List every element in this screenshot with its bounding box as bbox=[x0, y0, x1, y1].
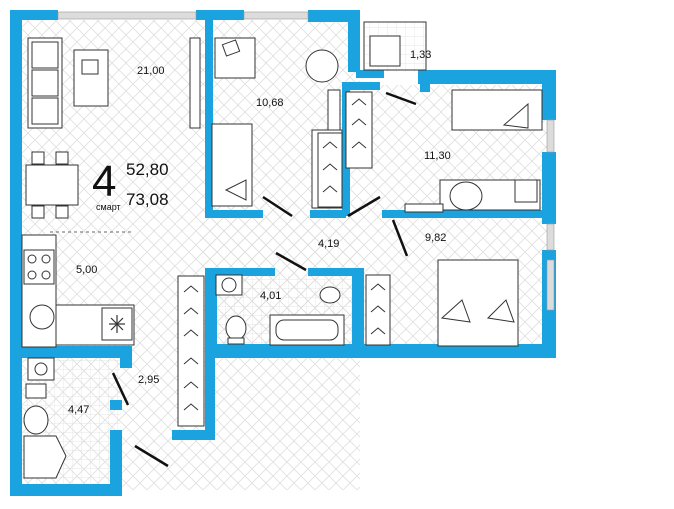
kitchen-area: 5,00 bbox=[76, 264, 98, 276]
bedroom-right-furniture bbox=[404, 89, 543, 213]
tv-stand bbox=[189, 37, 201, 129]
total-area: 73,08 bbox=[126, 190, 169, 209]
living-room-area: 21,00 bbox=[137, 65, 165, 77]
double-bed bbox=[437, 259, 519, 347]
bedroom-left-area: 10,68 bbox=[256, 97, 284, 109]
hanger-glyphs bbox=[183, 98, 386, 411]
wc-area: 4,47 bbox=[68, 404, 90, 416]
corridor-area: 2,95 bbox=[138, 374, 160, 386]
living-area-total: 52,80 bbox=[126, 160, 169, 179]
balcony-area: 1,33 bbox=[410, 49, 432, 61]
rooms-count: 4 bbox=[92, 157, 117, 206]
apartment-type: смарт bbox=[96, 202, 121, 212]
doors bbox=[111, 91, 417, 468]
wc-fixtures bbox=[23, 357, 67, 479]
sofa bbox=[27, 37, 109, 129]
bedroom-right-area: 11,30 bbox=[424, 150, 451, 162]
master-bedroom-area: 9,82 bbox=[425, 232, 447, 244]
wardrobe-hangers bbox=[177, 91, 391, 427]
bathroom-area: 4,01 bbox=[260, 290, 282, 302]
bathroom-fixtures bbox=[215, 274, 345, 346]
windows bbox=[57, 11, 555, 311]
kitchen-counter bbox=[21, 234, 135, 348]
snowflake-icon bbox=[109, 315, 125, 333]
hallway-area: 4,19 bbox=[318, 238, 340, 250]
balcony-furniture bbox=[363, 21, 427, 71]
dining-table bbox=[25, 151, 79, 219]
